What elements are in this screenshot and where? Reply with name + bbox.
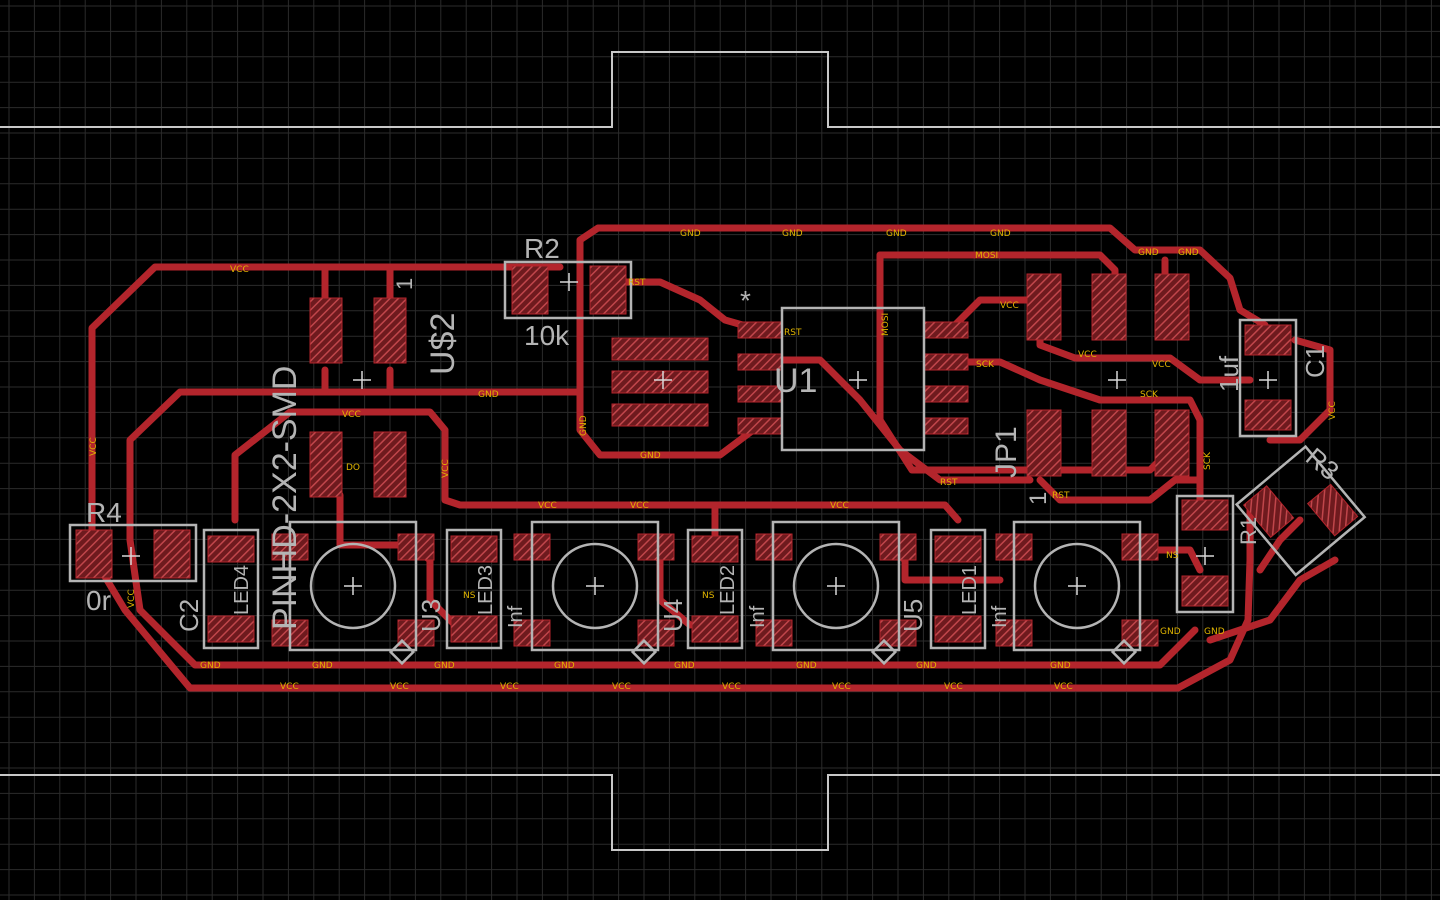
net-rst: RST <box>628 278 646 288</box>
net-vcc: VCC <box>441 459 451 478</box>
net-rst: RST <box>1052 491 1070 501</box>
net-gnd: GND <box>200 661 221 671</box>
net-vcc: VCC <box>630 501 649 511</box>
label-u4: U4 <box>658 599 688 632</box>
silkscreen-layer <box>68 260 1367 666</box>
net-mosi: MOSI <box>881 313 891 336</box>
net-gnd: GND <box>1050 661 1071 671</box>
net-gnd: GND <box>1160 627 1181 637</box>
net-rst: RST <box>784 328 802 338</box>
net-gnd: GND <box>916 661 937 671</box>
label-r4: R4 <box>86 497 122 528</box>
net-vcc: VCC <box>1000 301 1019 311</box>
net-vcc: VCC <box>538 501 557 511</box>
net-vcc: VCC <box>1078 350 1097 360</box>
net-gnd: GND <box>990 229 1011 239</box>
net-sck: SCK <box>976 360 995 370</box>
net-gnd: GND <box>312 661 333 671</box>
net-gnd: GND <box>886 229 907 239</box>
net-sck: SCK <box>1203 451 1213 470</box>
net-gnd: GND <box>1204 627 1225 637</box>
label-inf-3: Inf <box>505 605 527 628</box>
label-led1: LED1 <box>959 565 981 615</box>
label-pinhd: PINHD-2X2-SMD <box>266 366 304 630</box>
label-c1-value: 1uf <box>1214 355 1244 392</box>
net-gnd: GND <box>782 229 803 239</box>
label-jp1: JP1 <box>990 426 1023 478</box>
origin-crosses <box>122 273 1277 595</box>
net-vcc: VCC <box>89 437 99 456</box>
label-u3: U3 <box>416 599 446 632</box>
label-inf-2: Inf <box>747 605 769 628</box>
net-gnd: GND <box>1178 248 1199 258</box>
board-outline <box>0 51 1440 851</box>
label-inf-1: Inf <box>989 605 1011 628</box>
label-jp1-pin: 1 <box>1025 492 1052 505</box>
net-gnd: GND <box>579 415 589 436</box>
net-do: DO <box>346 463 360 473</box>
net-vcc: VCC <box>500 682 519 692</box>
net-vcc: VCC <box>722 682 741 692</box>
label-r1: R1 <box>1236 517 1261 545</box>
label-led2: LED2 <box>717 565 739 615</box>
net-vcc: VCC <box>280 682 299 692</box>
net-mosi: MOSI <box>975 251 998 261</box>
net-gnd: GND <box>680 229 701 239</box>
net-gnd: GND <box>796 661 817 671</box>
net-vcc: VCC <box>832 682 851 692</box>
net-vcc: VCC <box>1152 360 1171 370</box>
label-u2-pin: 1 <box>392 278 417 290</box>
net-gnd: GND <box>674 661 695 671</box>
net-vcc: VCC <box>127 589 137 608</box>
net-vcc: VCC <box>342 410 361 420</box>
label-r2-value: 10k <box>524 320 570 351</box>
label-star: * <box>740 285 751 316</box>
net-ns: NS <box>463 591 476 601</box>
label-u5: U5 <box>898 599 928 632</box>
label-r4-value: 0r <box>86 585 111 616</box>
net-gnd: GND <box>1138 248 1159 258</box>
net-sck: SCK <box>1140 390 1159 400</box>
label-led4: LED4 <box>231 565 253 615</box>
net-ns: NS <box>702 591 715 601</box>
net-ns: NS <box>1166 551 1179 561</box>
net-vcc: VCC <box>1054 682 1073 692</box>
label-u2: U$2 <box>424 313 462 375</box>
net-gnd: GND <box>434 661 455 671</box>
net-labels: GND GND GND GND GND GND MOSI VCC GND VCC… <box>89 229 1338 692</box>
net-gnd: GND <box>478 390 499 400</box>
label-c2: C2 <box>174 599 204 632</box>
net-vcc: VCC <box>830 501 849 511</box>
net-vcc: VCC <box>612 682 631 692</box>
label-c1: C1 <box>1300 345 1330 378</box>
net-vcc: VCC <box>944 682 963 692</box>
net-vcc: VCC <box>390 682 409 692</box>
label-u1: U1 <box>774 362 817 400</box>
label-led3: LED3 <box>475 565 497 615</box>
net-rst: RST <box>940 478 958 488</box>
label-r2: R2 <box>524 233 560 264</box>
net-gnd: GND <box>640 451 661 461</box>
net-gnd: GND <box>554 661 575 671</box>
net-vcc: VCC <box>1328 401 1338 420</box>
net-vcc: VCC <box>230 265 249 275</box>
